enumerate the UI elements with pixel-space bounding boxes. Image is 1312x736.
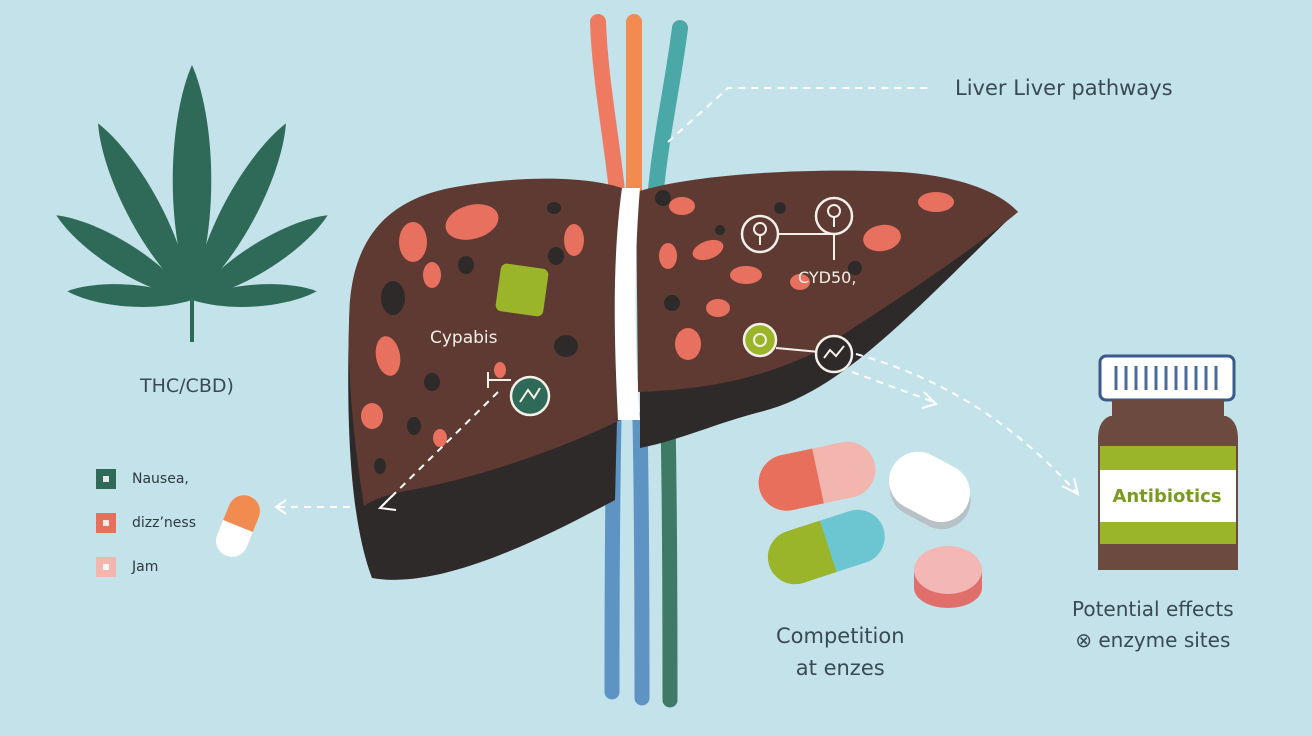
liver-spot: [655, 190, 671, 206]
enzyme-site-icon-4: [814, 334, 854, 374]
liver-spot: [669, 197, 695, 215]
capsule-icon-small: [216, 495, 260, 557]
liver-spot: [918, 192, 954, 212]
capsule-red-icon: [758, 441, 876, 511]
liver-label-left: Cypabis: [430, 328, 498, 348]
enzyme-connector-1: [778, 233, 835, 260]
liver-spots: [361, 190, 954, 474]
liver-right-lobe: [636, 170, 1018, 392]
liver-spot: [554, 335, 578, 357]
competition-label: Competition at enzes: [776, 620, 905, 684]
competition-line-2: at enzes: [795, 656, 885, 680]
liver-spot: [848, 261, 862, 275]
liver-spot: [361, 403, 383, 429]
liver-spot: [706, 299, 730, 317]
pill-bottle-icon: [1098, 354, 1238, 570]
legend-label: Nausea,: [132, 471, 189, 487]
leaflet: [56, 215, 192, 300]
liver-left-shadow: [348, 300, 618, 580]
enzyme-site-icon-3: [742, 322, 778, 358]
liver-right-shadow: [640, 212, 1016, 448]
liver-spot: [675, 328, 701, 360]
potential-effects-label: Potential effects ⊗ enzyme sites: [1072, 594, 1234, 656]
liver-spot: [547, 202, 561, 214]
arrow-icon: [274, 87, 1080, 515]
liver-spot: [790, 274, 810, 290]
pills-group: [758, 441, 982, 608]
leaflet: [67, 284, 192, 307]
leaflet: [192, 284, 317, 307]
liver-spot: [659, 243, 677, 269]
potential-line-1: Potential effects: [1072, 597, 1234, 621]
bottle-label: Antibiotics: [1112, 486, 1222, 507]
vessels-top: [590, 14, 688, 208]
liver-spot: [445, 204, 499, 240]
legend: Nausea, dizz’ness Jam: [96, 457, 196, 589]
legend-item: dizz’ness: [96, 501, 196, 545]
liver-spot: [494, 362, 506, 378]
legend-swatch: [96, 557, 116, 577]
liver-spot: [774, 202, 786, 214]
tablet-pink-icon: [914, 546, 982, 608]
liver-spot: [730, 266, 762, 284]
tablet-white-icon: [889, 451, 971, 530]
liver-spot: [381, 281, 405, 315]
potential-line-2: ⊗ enzyme sites: [1075, 628, 1231, 652]
liver-spot: [423, 262, 441, 288]
enzyme-connector-2: [775, 347, 821, 353]
legend-swatch: [96, 513, 116, 533]
liver-spot: [664, 295, 680, 311]
liver-spot: [374, 458, 386, 474]
liver-ligament: [614, 188, 640, 420]
cannabinoid-marker: [495, 263, 549, 317]
legend-label: dizz’ness: [132, 515, 196, 531]
cannabis-leaf-icon: [56, 65, 328, 342]
leaflet: [98, 123, 192, 300]
leaflet: [172, 65, 212, 300]
capsule-green-icon: [767, 509, 885, 585]
liver-spot: [863, 224, 901, 252]
liver-label-right: CYD50,: [798, 268, 857, 287]
leaflet: [192, 215, 328, 300]
liver-spot: [715, 225, 725, 235]
legend-item: Nausea,: [96, 457, 196, 501]
diagram-title: Liver Liver pathways: [955, 76, 1173, 100]
vessels-bottom: [604, 412, 678, 708]
enzyme-site-icon-5: [509, 375, 551, 417]
liver-spot: [458, 256, 474, 274]
competition-line-1: Competition: [776, 624, 905, 648]
liver-spot: [424, 373, 440, 391]
liver-spot: [433, 429, 447, 447]
legend-swatch: [96, 469, 116, 489]
liver-spot: [548, 247, 564, 265]
legend-item: Jam: [96, 545, 196, 589]
liver-spot: [407, 417, 421, 435]
liver-spot: [692, 239, 724, 261]
leaf-label: THC/CBD): [140, 375, 234, 397]
leaflet: [192, 123, 286, 300]
enzyme-connector-3: [487, 372, 511, 388]
liver-spot: [399, 222, 427, 262]
liver-spot: [375, 336, 401, 376]
legend-label: Jam: [132, 559, 159, 575]
liver-spot: [564, 224, 584, 256]
